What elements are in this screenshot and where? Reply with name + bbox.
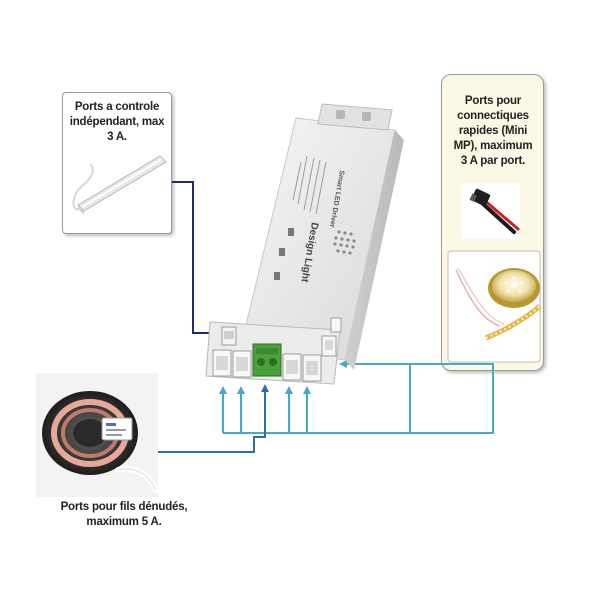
mini-mp-connector-image [462, 183, 520, 239]
device-cert-marks [274, 228, 294, 280]
quick-connect-line-upper [345, 363, 494, 371]
device-printed-specs [292, 155, 327, 215]
device-side-face [345, 130, 404, 370]
quick-connect-caption: Ports pour connectiques rapides (Mini MP… [453, 95, 533, 167]
speaker-grille [333, 230, 356, 255]
stripped-wire-line [158, 392, 266, 453]
port-block-right [282, 353, 322, 382]
led-bar-image [72, 155, 167, 215]
port-riser-arrows [219, 386, 311, 394]
puck-light-image [447, 250, 542, 363]
independent-port-caption: Ports a controle indépendant, max 3 A. [69, 101, 165, 143]
independent-port-line [172, 181, 215, 334]
led-strip-reel-image [36, 373, 159, 497]
port-risers [222, 392, 308, 433]
quick-connect-arrow-upper [339, 360, 347, 368]
green-terminal [252, 343, 282, 377]
side-ports [321, 317, 342, 357]
independent-port [221, 326, 237, 346]
stripped-wire-arrow [261, 384, 269, 392]
quick-connect-line-lower [223, 371, 494, 434]
top-connector [317, 103, 393, 131]
stripped-wire-caption: Ports pour fils dénudés, maximum 5 A. [60, 501, 188, 528]
connector-lines [158, 181, 494, 453]
port-block-left [212, 349, 252, 378]
led-driver-device: Smart LED Driver Design Light [205, 103, 404, 385]
reel-label [101, 417, 133, 441]
